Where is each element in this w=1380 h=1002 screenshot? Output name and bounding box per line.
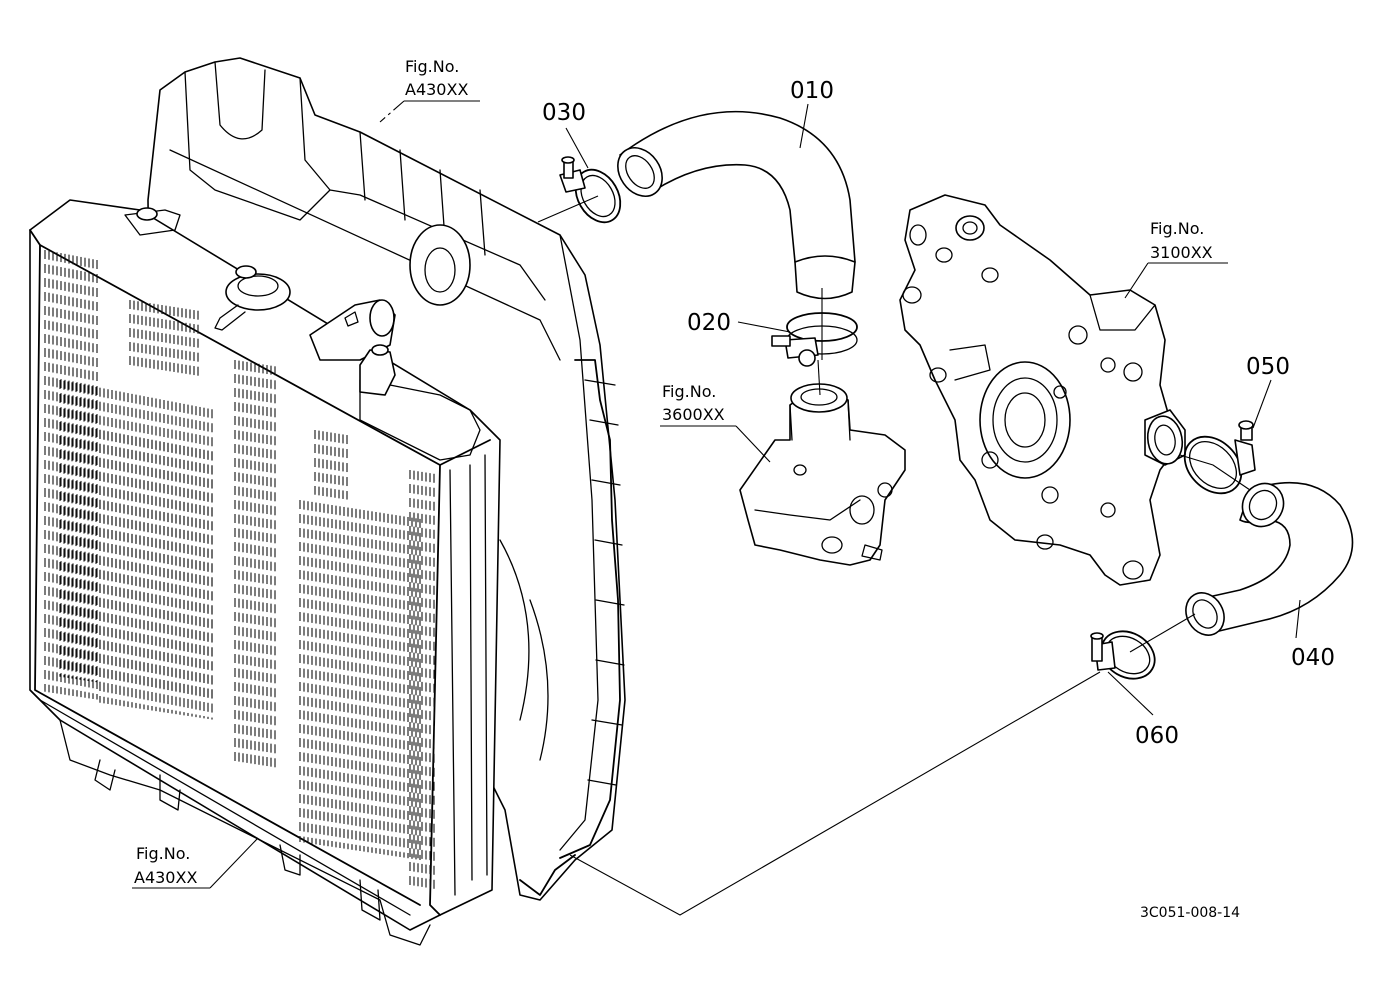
radiator-fins <box>44 250 435 889</box>
upper-outlet-pipe <box>309 299 396 396</box>
fig-ref-code-thermostat: 3600XX <box>662 405 725 424</box>
fig-ref-code-water-pump: 3100XX <box>1150 243 1213 262</box>
assembly-lines <box>537 195 1251 916</box>
water-pump-housing <box>899 194 1186 586</box>
fig-ref-code-radiator-bottom: A430XX <box>134 868 197 887</box>
thermostat-housing <box>739 383 906 566</box>
part-label-050: 050 <box>1246 354 1290 380</box>
fig-ref-prefix-water-pump: Fig.No. <box>1150 219 1204 238</box>
part-labels: 030 010 020 050 040 060 <box>542 78 1335 749</box>
hose-clamp-050 <box>1183 420 1256 495</box>
hose-clamp-020 <box>771 312 858 367</box>
lower-hose-040 <box>1185 481 1354 636</box>
part-label-030: 030 <box>542 100 586 126</box>
fig-ref-prefix-radiator-bottom: Fig.No. <box>136 844 190 863</box>
part-label-010: 010 <box>790 78 834 104</box>
hose-clamp-060 <box>1090 630 1156 680</box>
part-label-040: 040 <box>1291 645 1335 671</box>
label-leaders <box>132 100 1301 889</box>
fig-ref-prefix-radiator-top: Fig.No. <box>405 57 459 76</box>
part-label-020: 020 <box>687 310 731 336</box>
fig-ref-prefix-thermostat: Fig.No. <box>662 382 716 401</box>
hose-clamp-030 <box>559 156 622 224</box>
drawing-code: 3C051-008-14 <box>1140 905 1240 921</box>
figure-references: Fig.No. A430XX Fig.No. 3100XX Fig.No. 36… <box>134 57 1213 887</box>
radiator-cap <box>214 265 291 331</box>
part-label-060: 060 <box>1135 723 1179 749</box>
fig-ref-code-radiator-top: A430XX <box>405 80 468 99</box>
upper-hose-010 <box>617 110 856 300</box>
